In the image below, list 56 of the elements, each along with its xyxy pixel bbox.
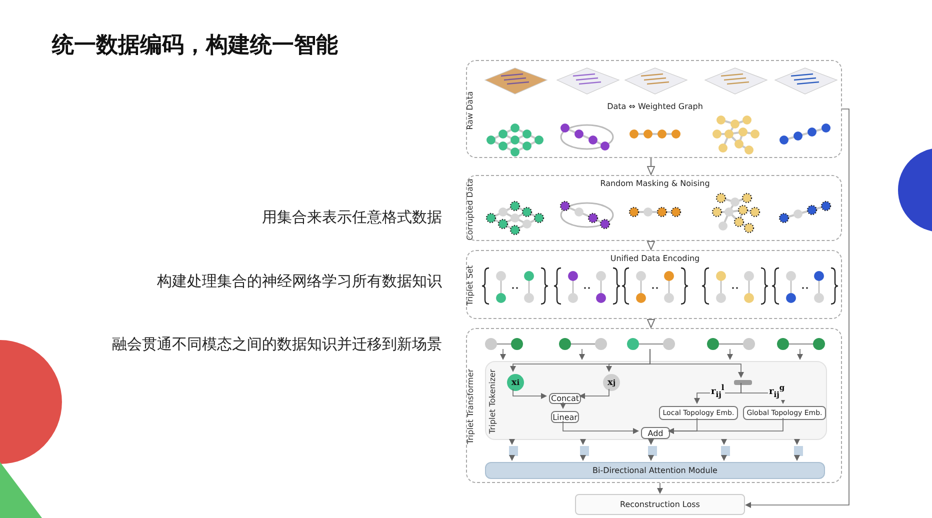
slide-title: 统一数据编码，构建统一智能: [52, 32, 338, 60]
arrow: [509, 438, 515, 445]
triplet-pair-icon: [485, 336, 523, 350]
arrow: [580, 438, 586, 445]
arrow: [500, 348, 506, 360]
dashed-panel: [466, 328, 842, 483]
module-box: Linear: [551, 411, 579, 423]
arrow: [668, 418, 784, 434]
flow-arrow: [647, 319, 655, 328]
tokenizer-panel: [485, 361, 827, 440]
triplet-pair-icon: [559, 336, 607, 350]
triplet-pair-icon: [777, 336, 825, 350]
arrow: [797, 348, 803, 360]
module-box: Reconstruction Loss: [575, 494, 745, 515]
module-box: Add: [641, 427, 670, 439]
flow-arrow: [647, 241, 655, 250]
arrow: [512, 388, 547, 399]
split-bar: [734, 380, 752, 385]
triplet-pair-icon: [707, 336, 755, 350]
arrow: [657, 482, 663, 494]
arrow: [648, 454, 654, 461]
token-square: [794, 446, 803, 456]
panel-caption: Unified Data Encoding: [609, 254, 701, 263]
panel-heading: Triplet Tokenizer: [487, 369, 496, 434]
arrow: [740, 382, 786, 404]
arrow: [727, 348, 733, 360]
arrow: [745, 108, 850, 508]
arrow: [648, 438, 654, 445]
arrow: [721, 454, 727, 461]
arrow: [562, 420, 639, 434]
arrow: [580, 454, 586, 461]
panel-heading: Triplet Transformer: [466, 368, 475, 444]
arrow: [721, 438, 727, 445]
token-square: [580, 446, 589, 456]
arrow: [509, 454, 515, 461]
flow-arrow: [647, 158, 655, 175]
token-square: [509, 446, 518, 456]
arrow: [579, 348, 585, 360]
arrow: [794, 438, 800, 445]
dashed-panel: [466, 60, 842, 158]
dashed-panel: [466, 175, 842, 241]
arrow: [560, 402, 566, 409]
panel-heading: Corrupted Data: [465, 178, 474, 240]
bullet-text: 构建处理集合的神经网络学习所有数据知识: [157, 272, 442, 291]
token-square: [721, 446, 730, 456]
arrow: [794, 454, 800, 461]
module-box: Concat: [549, 393, 581, 404]
triplet-pair-icon: [627, 336, 675, 350]
dashed-panel: [466, 250, 842, 319]
bullet-text: 融会贯通不同模态之间的数据知识并迁移到新场景: [112, 335, 442, 354]
bullet-text: 用集合来表示任意格式数据: [262, 208, 442, 227]
panel-heading: Triplet Set: [466, 265, 475, 306]
token-square: [648, 446, 657, 456]
attention-module-bar: Bi-Directional Attention Module: [485, 462, 825, 479]
arrow: [579, 388, 610, 399]
panel-heading: Raw Data: [466, 90, 475, 130]
